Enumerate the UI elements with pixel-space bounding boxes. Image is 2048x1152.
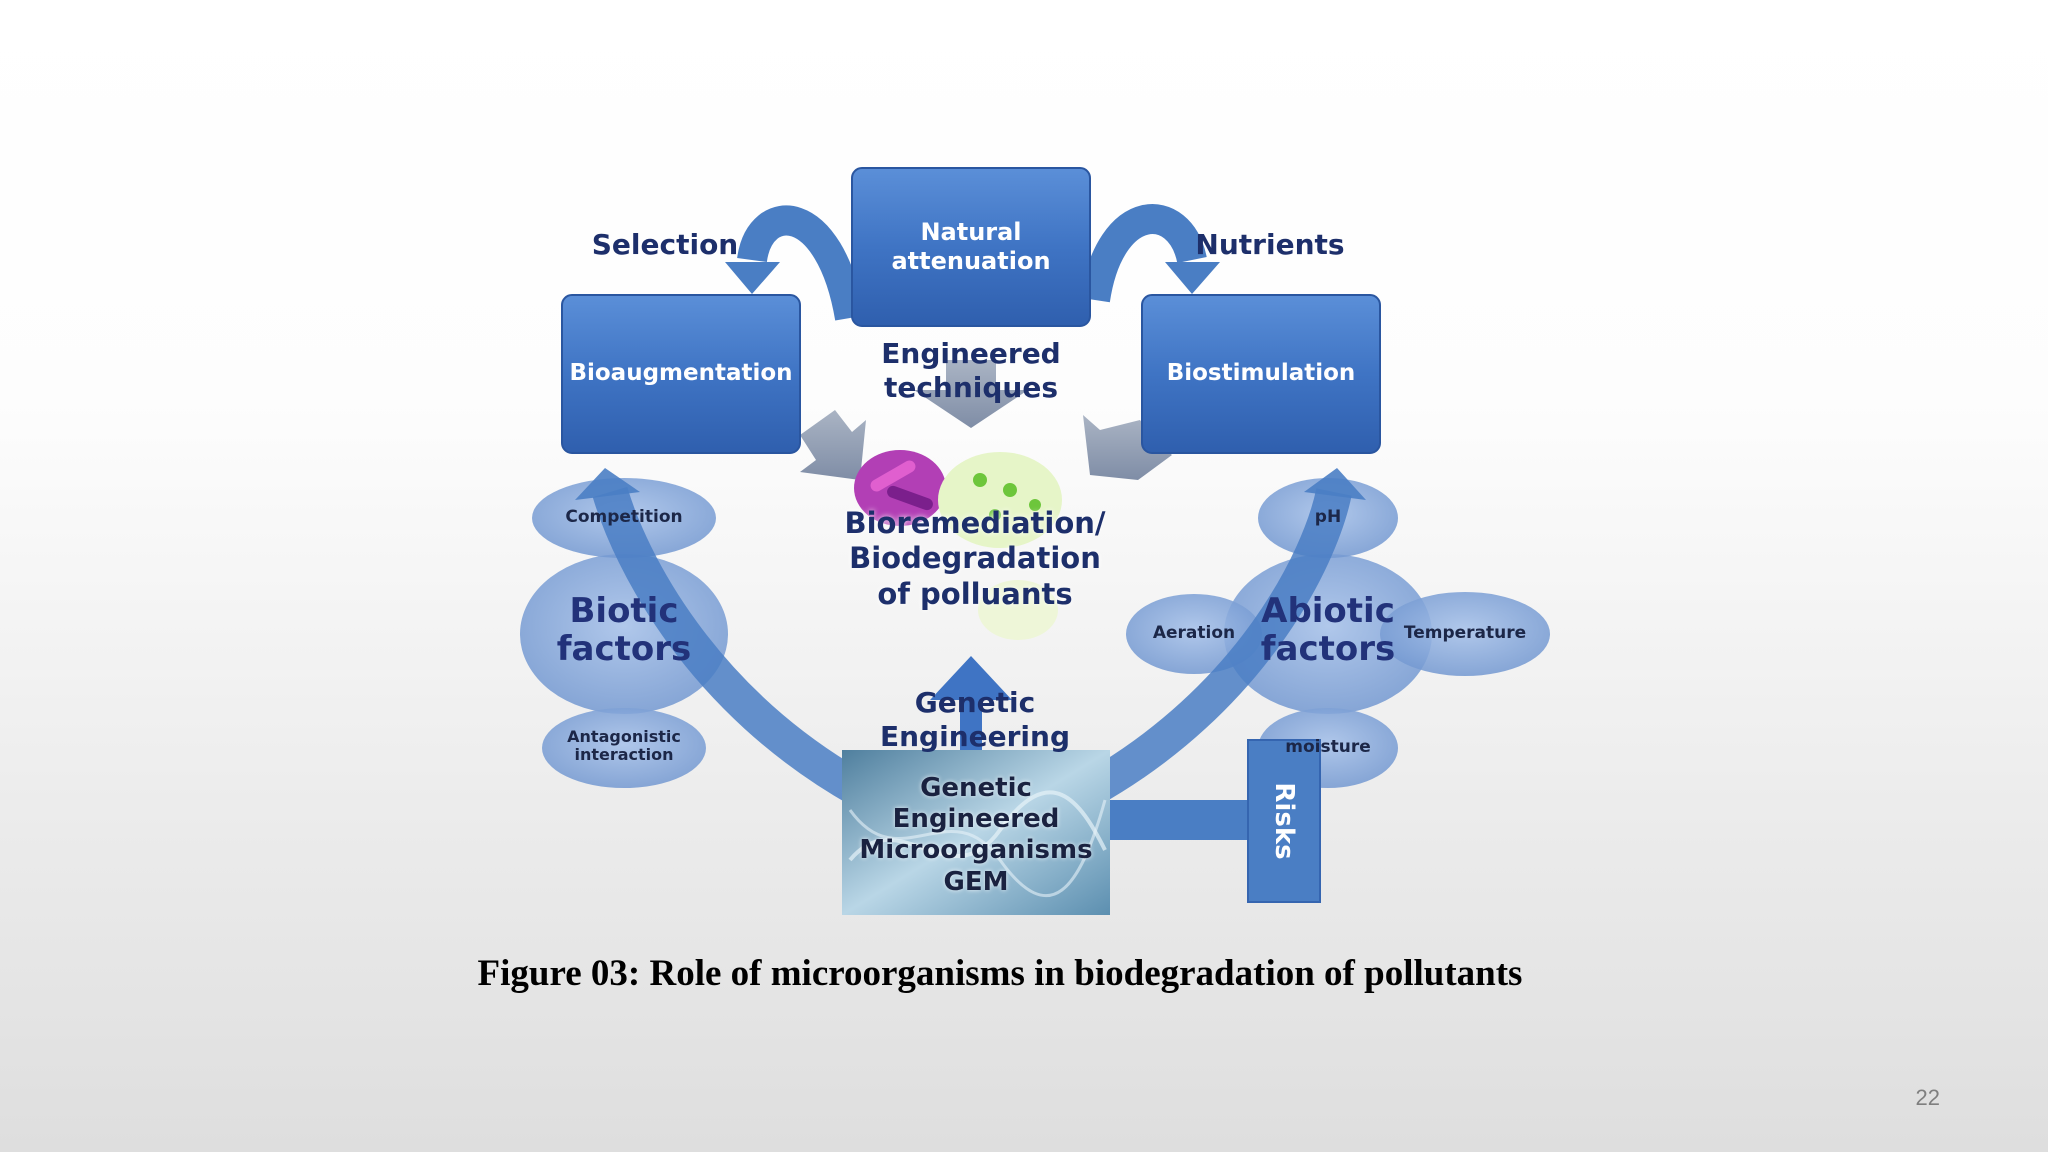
- dna-helix-decoration: [848, 790, 1107, 862]
- microbe-rod-2: [887, 485, 933, 511]
- selection-label: Selection: [591, 228, 739, 261]
- engineered-techniques-label: Engineered techniques: [881, 337, 1061, 404]
- engineered-techniques-arrow: [914, 360, 1028, 428]
- gem-line-2: Engineered: [892, 804, 1060, 835]
- page-number: 22: [1915, 1085, 1940, 1110]
- gem-to-bioaugmentation-arrow: [592, 486, 869, 806]
- bioaugmentation-to-center-arrow: [800, 410, 866, 480]
- microbe-dot-4: [989, 509, 1001, 521]
- antagonistic-line-2: interaction: [574, 744, 674, 764]
- biotic-factors-label: Biotic factors: [534, 592, 714, 668]
- microbe-dot-1: [973, 473, 987, 487]
- gem-line-1: Genetic: [920, 773, 1032, 803]
- gem-to-biostimulation-arrow: [1081, 488, 1352, 806]
- gem-line-3: Microorganisms: [859, 835, 1093, 866]
- biostimulation-text: Biostimulation: [1166, 360, 1356, 387]
- temperature-label: Temperature: [1403, 623, 1527, 643]
- biotic-title-line-2: factors: [556, 629, 692, 670]
- risks-connector: [1100, 800, 1250, 840]
- nutrients-label: Nutrients: [1195, 228, 1345, 261]
- center-line-1: Bioremediation/: [844, 506, 1106, 540]
- microbe-image-lower: [978, 580, 1058, 640]
- risks-label: Risks: [1269, 782, 1299, 860]
- abiotic-title-line-1: Abiotic: [1261, 591, 1395, 631]
- competition-label: Competition: [565, 507, 683, 527]
- moisture-label: moisture: [1285, 737, 1371, 757]
- bioremediation-center-label: Bioremediation/ Biodegradation of pollua…: [820, 506, 1130, 612]
- aeration-label: Aeration: [1152, 623, 1236, 643]
- gem-line-4: GEM: [943, 866, 1009, 897]
- nutrients-curved-arrow: [1080, 204, 1207, 303]
- gem-to-biostimulation-arrow-head: [1304, 468, 1366, 500]
- biostimulation-box: [1141, 294, 1381, 454]
- gem-to-bioaugmentation-arrow-head: [575, 468, 640, 500]
- abiotic-title-line-2: factors: [1260, 629, 1396, 670]
- center-line-3: of polluants: [877, 576, 1073, 611]
- bioaugmentation-box: [561, 294, 801, 454]
- biostimulation-label: Biostimulation: [1142, 295, 1380, 453]
- microbe-image-green: [938, 452, 1062, 548]
- microbe-dot-3: [1029, 499, 1041, 511]
- risks-box: [1247, 739, 1321, 903]
- natural-attenuation-label: Natural attenuation: [852, 168, 1090, 326]
- natural-attenuation-box: [851, 167, 1091, 327]
- nutrients-arrow-head: [1165, 262, 1220, 294]
- selection-curved-arrow: [737, 205, 865, 321]
- temperature-ellipse: [1380, 592, 1550, 676]
- genetic-engineering-label: Genetic Engineering: [880, 686, 1070, 753]
- antagonistic-interaction-ellipse: [542, 708, 706, 788]
- antagonistic-line-1: Antagonistic: [567, 727, 681, 746]
- figure-caption: Figure 03: Role of microorganisms in bio…: [477, 953, 1523, 994]
- bioaugmentation-label: Bioaugmentation: [562, 295, 800, 453]
- natural-attenuation-text: Natural attenuation: [891, 218, 1051, 275]
- biostimulation-to-center-arrow: [1083, 415, 1172, 480]
- antagonistic-interaction-label: Antagonistic interaction: [544, 728, 704, 763]
- abiotic-factors-label: Abiotic factors: [1238, 592, 1418, 668]
- genetic-engineering-arrow: [930, 656, 1012, 752]
- microbe-dot-2: [1003, 483, 1017, 497]
- center-line-2: Biodegradation: [849, 541, 1101, 576]
- ph-label: pH: [1314, 507, 1342, 527]
- biotic-title-line-1: Biotic: [569, 591, 679, 631]
- selection-arrow-head: [725, 262, 780, 294]
- dna-helix-decoration-2: [848, 799, 1107, 898]
- gem-label: Genetic Engineered Microorganisms GEM: [842, 773, 1110, 898]
- bioaugmentation-text: Bioaugmentation: [569, 360, 793, 387]
- microbe-rod-1: [870, 460, 916, 492]
